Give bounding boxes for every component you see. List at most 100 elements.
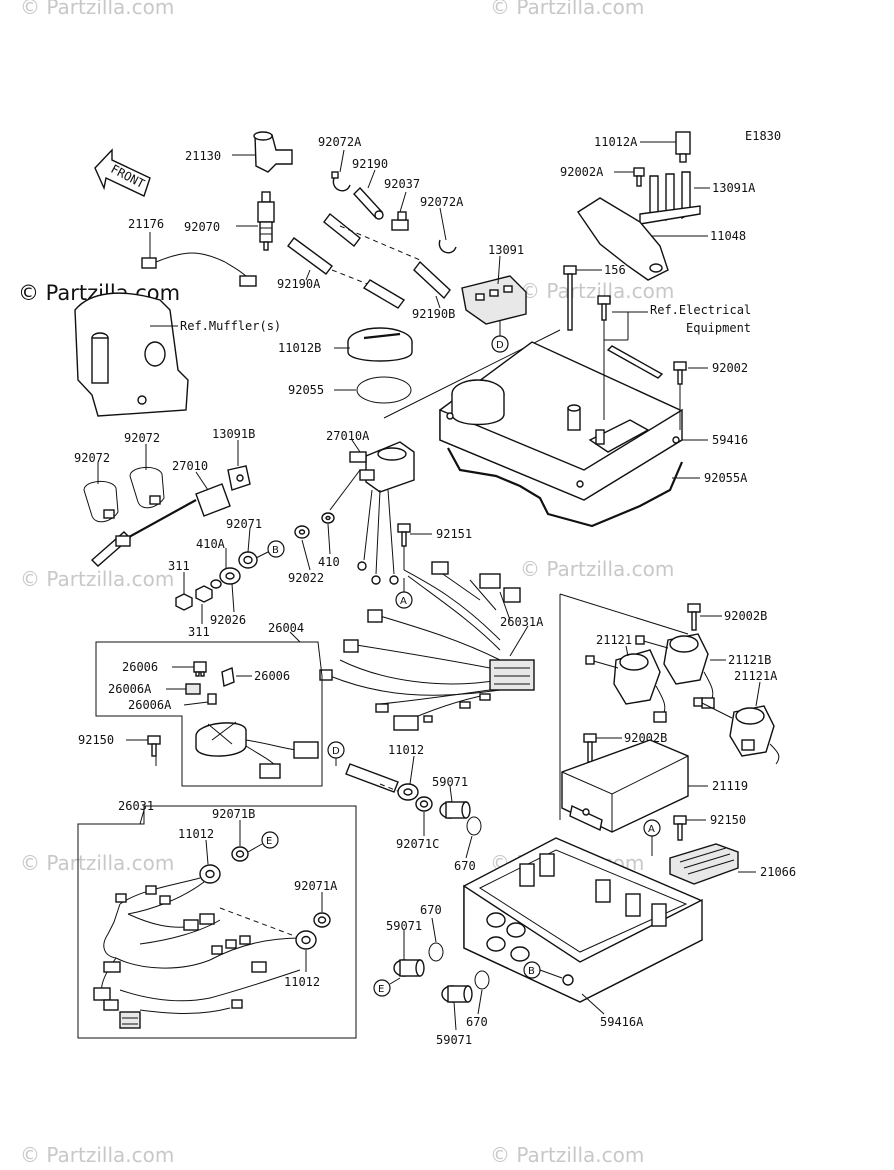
label-311-top: 311 — [168, 559, 190, 573]
label-26004: 26004 — [268, 621, 304, 635]
label-410A: 410A — [196, 537, 226, 551]
fuse-26006A-icon — [185, 683, 201, 695]
ref-electrical-1: Ref.Electrical — [650, 303, 751, 317]
label-59071-bottom: 59071 — [436, 1033, 472, 1047]
callout-E-case-label: E — [378, 984, 384, 995]
cap-11012B-icon — [347, 327, 413, 362]
cap-92071-icon — [238, 551, 258, 569]
label-92072-right: 92072 — [124, 431, 160, 445]
ignition-coil-21121A-icon — [693, 697, 780, 765]
ref-electrical-2: Equipment — [686, 321, 751, 335]
label-92071C: 92071C — [396, 837, 439, 851]
hose-clamp-icon — [438, 239, 457, 254]
washer-icon — [294, 512, 335, 539]
sub-harness-26031-group — [77, 805, 357, 1039]
label-26031: 26031 — [118, 799, 154, 813]
label-21119: 21119 — [712, 779, 748, 793]
label-26031A: 26031A — [500, 615, 544, 629]
label-13091: 13091 — [488, 243, 524, 257]
label-92002A: 92002A — [560, 165, 604, 179]
label-92002: 92002 — [712, 361, 748, 375]
grommet-13091B-icon — [227, 465, 251, 491]
o-ring-670-top-icon — [466, 816, 482, 836]
bracket-11048-icon — [577, 197, 669, 281]
hose-short-icon — [362, 279, 406, 309]
electric-case-cover-icon — [439, 341, 683, 501]
harness-wiring-icon — [93, 877, 301, 1029]
o-ring-670-mid-icon — [428, 942, 444, 962]
label-92002B-top: 92002B — [724, 609, 767, 623]
hose-92190B-icon — [413, 260, 451, 300]
bolt-92002B-top-icon — [687, 603, 701, 631]
spark-plug-cap-icon — [253, 131, 293, 173]
front-arrow-icon: FRONT — [94, 148, 151, 197]
grommet-11012-icon — [397, 783, 419, 801]
bolt-92150-left-icon — [147, 735, 161, 757]
grommet-11012-harness-top-icon — [199, 864, 221, 884]
label-21121B: 21121B — [728, 653, 771, 667]
terminal-strip-13091A-icon — [639, 171, 701, 225]
callout-B-mid-label: B — [272, 545, 279, 556]
label-410: 410 — [318, 555, 340, 569]
label-92055: 92055 — [288, 383, 324, 397]
temperature-sensor-icon — [141, 252, 257, 287]
starter-relay-27010A-icon — [349, 441, 415, 585]
connector-59071-left-icon — [393, 959, 425, 977]
fuse-26006A-small-icon — [207, 693, 217, 705]
o-ring-670-bottom-icon — [474, 970, 490, 990]
label-11012-harness-bottom: 11012 — [284, 975, 320, 989]
label-11012A: 11012A — [594, 135, 638, 149]
fuse-holder-icon — [195, 721, 319, 779]
nut-311-icon — [175, 579, 222, 611]
label-92071A: 92071A — [294, 879, 338, 893]
control-unit-21119-icon — [561, 739, 689, 833]
bolt-92002A-icon — [633, 167, 645, 187]
watermark-top-right: © Partzilla.com — [490, 0, 644, 19]
electric-case-59416A-icon — [463, 837, 703, 1003]
callout-A-harness — [395, 591, 413, 609]
label-92072A-mid: 92072A — [420, 195, 464, 209]
main-harness-26031A-icon — [319, 561, 535, 731]
bolt-92002B-bottom-icon — [583, 733, 597, 763]
hose-joint-icon — [323, 213, 361, 247]
label-21121: 21121 — [596, 633, 632, 647]
callout-A-right-label: A — [648, 824, 655, 835]
grommet-11012-harness-bottom-icon — [295, 930, 317, 950]
callout-A-harness-label: A — [400, 596, 407, 607]
gasket-92055A-icon — [447, 447, 684, 528]
label-92022: 92022 — [288, 571, 324, 585]
label-11048: 11048 — [710, 229, 746, 243]
starter-cable-27010-icon — [90, 483, 231, 567]
label-92072A-top: 92072A — [318, 135, 362, 149]
label-21130: 21130 — [185, 149, 221, 163]
sleeve-icon — [345, 763, 399, 793]
label-92151: 92151 — [436, 527, 472, 541]
label-92072-left: 92072 — [74, 451, 110, 465]
spark-plug-icon — [257, 191, 275, 251]
bolt-ref-icon — [597, 295, 611, 321]
label-27010A: 27010A — [326, 429, 370, 443]
hose-clip-92037-icon — [391, 211, 409, 231]
watermark-low-left: © Partzilla.com — [20, 851, 174, 875]
label-59416A: 59416A — [600, 1015, 644, 1029]
label-26006-right: 26006 — [254, 669, 290, 683]
label-92055A: 92055A — [704, 471, 748, 485]
cap-92071C-icon — [415, 796, 433, 812]
label-92150-left: 92150 — [78, 733, 114, 747]
cap-92071B-icon — [231, 846, 249, 862]
long-bolt-156-icon — [563, 265, 577, 331]
bolt-92150-right-icon — [673, 815, 687, 841]
label-92150-right: 92150 — [710, 813, 746, 827]
label-670-top: 670 — [454, 859, 476, 873]
o-ring-92055-icon — [356, 376, 412, 404]
hose-92190A-icon — [287, 237, 333, 275]
watermark-bottom-left: © Partzilla.com — [20, 1143, 174, 1167]
connector-59071-bottom-icon — [441, 985, 473, 1003]
callout-E-harness — [261, 831, 279, 849]
fuse-26006-icon — [193, 661, 207, 677]
label-59071-top: 59071 — [432, 775, 468, 789]
label-92190A: 92190A — [277, 277, 321, 291]
strap-icon — [83, 481, 119, 523]
label-92026: 92026 — [210, 613, 246, 627]
